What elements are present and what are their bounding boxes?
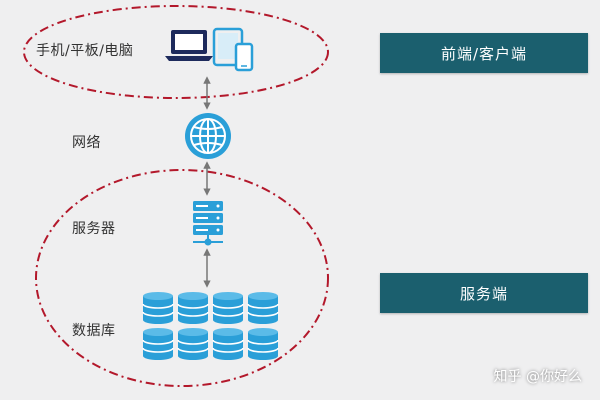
backend-box: 服务端 (380, 273, 588, 313)
devices-label: 手机/平板/电脑 (36, 43, 134, 59)
client-group-ellipse (23, 5, 329, 99)
frontend-box: 前端/客户端 (380, 33, 588, 73)
server-group-ellipse (35, 169, 329, 387)
database-cylinder-icon (247, 292, 279, 324)
database-cylinder-icon (247, 328, 279, 360)
laptop-tablet-phone-icon (165, 27, 254, 72)
watermark: 知乎 @你好么 (493, 369, 582, 385)
database-cylinder-icon (177, 292, 209, 324)
server-rack-icon (193, 201, 223, 246)
network-label: 网络 (72, 135, 101, 151)
server-label: 服务器 (72, 221, 116, 237)
database-cylinders (142, 292, 279, 360)
database-cylinder-icon (177, 328, 209, 360)
globe-icon (185, 113, 231, 159)
database-label: 数据库 (72, 323, 116, 339)
database-cylinder-icon (212, 328, 244, 360)
database-cylinder-icon (212, 292, 244, 324)
database-cylinder-icon (142, 292, 174, 324)
database-cylinder-icon (142, 328, 174, 360)
